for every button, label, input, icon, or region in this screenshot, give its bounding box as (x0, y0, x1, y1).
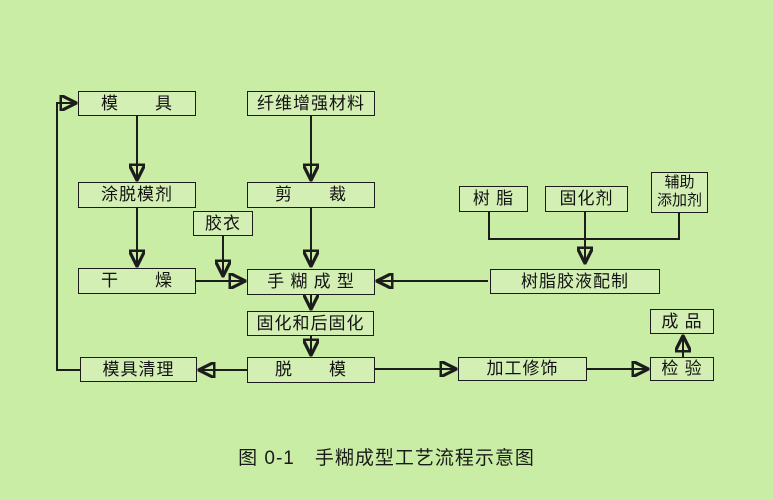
node-mold: 模 具 (78, 91, 196, 116)
node-cutting: 剪 裁 (247, 182, 375, 208)
node-cure-postcure: 固化和后固化 (247, 311, 374, 336)
node-product: 成 品 (650, 309, 714, 334)
diagram-caption: 图 0-1 手糊成型工艺流程示意图 (238, 448, 535, 469)
node-auxiliary-additives: 辅助 添加剂 (651, 172, 708, 213)
node-drying: 干 燥 (78, 268, 196, 294)
node-finishing: 加工修饰 (458, 357, 587, 381)
node-inspection: 检 验 (650, 357, 714, 381)
node-gelcoat: 胶衣 (193, 211, 253, 236)
node-release-agent: 涂脱模剂 (78, 182, 196, 208)
node-resin-mix: 树脂胶液配制 (490, 269, 660, 294)
node-resin: 树 脂 (459, 186, 528, 212)
connector-feedback-to-mold (56, 103, 80, 371)
node-hand-layup: 手 糊 成 型 (247, 269, 375, 295)
node-mold-cleaning: 模具清理 (80, 357, 197, 382)
node-curing-agent: 固化剂 (545, 186, 628, 212)
node-demold: 脱 模 (247, 357, 375, 383)
node-fiber-material: 纤维增强材料 (247, 91, 375, 116)
